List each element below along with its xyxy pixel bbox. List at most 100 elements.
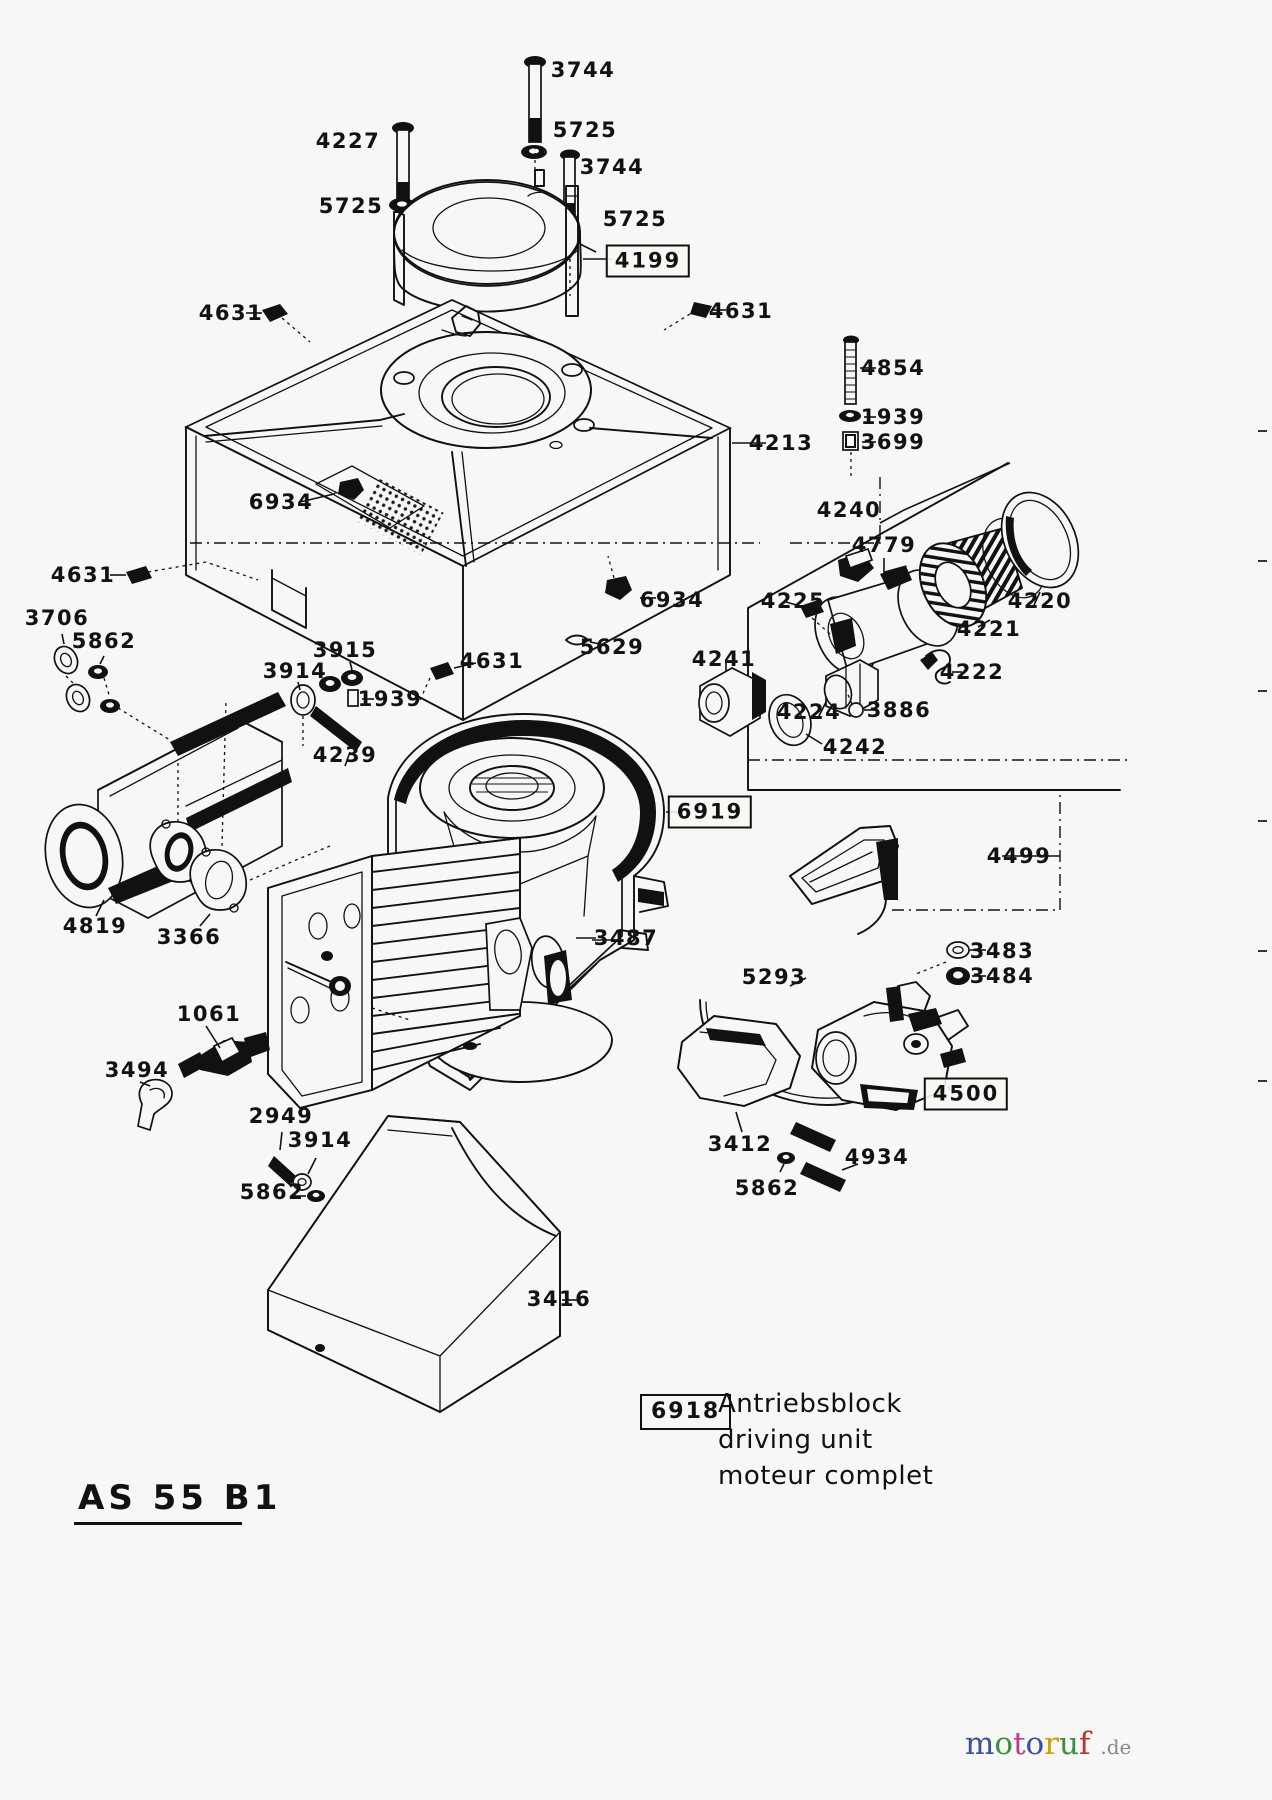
filter-element-4221 — [918, 517, 1046, 628]
part-callout-4854: 4854 — [860, 356, 926, 380]
part-callout-4631: 4631 — [708, 299, 774, 323]
part-callout-4221: 4221 — [956, 617, 1022, 641]
part-callout-5862: 5862 — [239, 1180, 305, 1204]
title-line-fr: moteur complet — [718, 1461, 934, 1491]
bolt-4227 — [392, 122, 414, 209]
part-callout-4242: 4242 — [822, 735, 888, 759]
watermark-suffix: .de — [1100, 1735, 1132, 1759]
part-callout-5725: 5725 — [602, 207, 668, 231]
part-callout-5293: 5293 — [741, 965, 807, 989]
margin-tick — [1258, 690, 1267, 692]
part-callout-4213: 4213 — [748, 431, 814, 455]
sleeve-4224 — [817, 659, 879, 719]
part-callout-3487: 3487 — [593, 926, 659, 950]
part-callout-3416: 3416 — [526, 1287, 592, 1311]
assembly-code-4500: 4500 — [923, 1077, 1009, 1111]
bottom-cover-3416 — [267, 1115, 578, 1413]
part-callout-5725: 5725 — [318, 194, 384, 218]
part-callout-3366: 3366 — [156, 925, 222, 949]
part-callout-4631: 4631 — [50, 563, 116, 587]
part-callout-3483: 3483 — [969, 939, 1035, 963]
bolt-4631-a — [246, 304, 311, 343]
part-callout-3699: 3699 — [860, 430, 926, 454]
muffler-4819 — [44, 692, 331, 927]
part-callout-4240: 4240 — [816, 498, 882, 522]
part-callout-3706: 3706 — [24, 606, 90, 630]
recoil-starter-group — [389, 56, 612, 317]
part-callout-4631: 4631 — [198, 301, 264, 325]
lever-4499 — [788, 790, 1061, 985]
part-callout-4631: 4631 — [459, 649, 525, 673]
part-callout-2949: 2949 — [248, 1104, 314, 1128]
assembly-code-4199: 4199 — [605, 244, 691, 278]
part-callout-1939: 1939 — [357, 687, 423, 711]
part-callout-3484: 3484 — [969, 964, 1035, 988]
fan-housing-6919 — [387, 713, 680, 1091]
part-callout-1939: 1939 — [860, 405, 926, 429]
part-callout-4934: 4934 — [844, 1145, 910, 1169]
bolt-4631-b — [663, 302, 726, 331]
part-callout-6934: 6934 — [248, 490, 314, 514]
filter-cover-4220 — [1000, 491, 1080, 606]
margin-tick — [1258, 950, 1267, 952]
part-callout-4779: 4779 — [851, 533, 917, 557]
title-block-text: Antriebsblock driving unit moteur comple… — [718, 1386, 933, 1494]
part-callout-3744: 3744 — [579, 155, 645, 179]
plug-cap-3494 — [137, 1078, 173, 1132]
screw-4225 — [785, 600, 849, 651]
carburetor-assembly-4500 — [677, 977, 969, 1192]
ring-4242 — [768, 693, 823, 747]
part-callout-4220: 4220 — [1007, 589, 1073, 613]
part-callout-4222: 4222 — [939, 660, 1005, 684]
gasket-3366-b — [189, 847, 247, 927]
part-callout-3914: 3914 — [287, 1128, 353, 1152]
part-callout-4819: 4819 — [62, 914, 128, 938]
margin-tick — [1258, 1080, 1267, 1082]
margin-tick — [1258, 820, 1267, 822]
part-callout-5629: 5629 — [579, 635, 645, 659]
assembly-code-6919: 6919 — [667, 795, 753, 829]
bushing-3706 — [53, 633, 171, 741]
cylinder-block — [137, 837, 596, 1132]
part-callout-3412: 3412 — [707, 1132, 773, 1156]
screw-3886 — [845, 689, 876, 718]
part-callout-3744: 3744 — [550, 58, 616, 82]
part-callout-6934: 6934 — [639, 588, 705, 612]
air-filter-assembly-4240 — [698, 462, 1128, 791]
bolt-3744-a — [524, 56, 546, 143]
part-callout-3915: 3915 — [312, 638, 378, 662]
margin-tick — [1258, 430, 1267, 432]
model-designation: AS 55 B1 — [78, 1478, 282, 1518]
part-callout-3886: 3886 — [866, 698, 932, 722]
part-callout-5862: 5862 — [71, 629, 137, 653]
part-callout-3494: 3494 — [104, 1058, 170, 1082]
part-callout-4225: 4225 — [760, 589, 826, 613]
elbow-4241 — [698, 660, 766, 737]
screw-2949 — [268, 1131, 296, 1186]
title-line-en: driving unit — [718, 1425, 873, 1455]
part-callout-5862: 5862 — [734, 1176, 800, 1200]
part-callout-5725: 5725 — [552, 118, 618, 142]
title-line-de: Antriebsblock — [718, 1389, 902, 1419]
motoruf-watermark: motoruf .de — [965, 1726, 1131, 1762]
model-underline — [74, 1522, 242, 1525]
watermark-name: motoruf — [965, 1726, 1091, 1762]
part-callout-4241: 4241 — [691, 647, 757, 671]
part-callout-1061: 1061 — [176, 1002, 242, 1026]
margin-tick — [1258, 560, 1267, 562]
spark-plug-1061 — [178, 1025, 270, 1078]
bolt-4934 — [790, 1122, 859, 1192]
part-callout-4239: 4239 — [312, 743, 378, 767]
engine-cowling-4213 — [110, 299, 766, 721]
bolt-4631-c — [110, 561, 259, 584]
clip-4222 — [920, 649, 962, 685]
clamp-4779 — [838, 547, 912, 590]
title-block-code: 6918 — [640, 1394, 732, 1430]
part-callout-4224: 4224 — [776, 700, 842, 724]
part-callout-3914: 3914 — [262, 659, 328, 683]
part-callout-4227: 4227 — [315, 129, 381, 153]
bolt-stack-4854 — [790, 335, 881, 544]
fastener-stack-3914 — [290, 661, 477, 767]
